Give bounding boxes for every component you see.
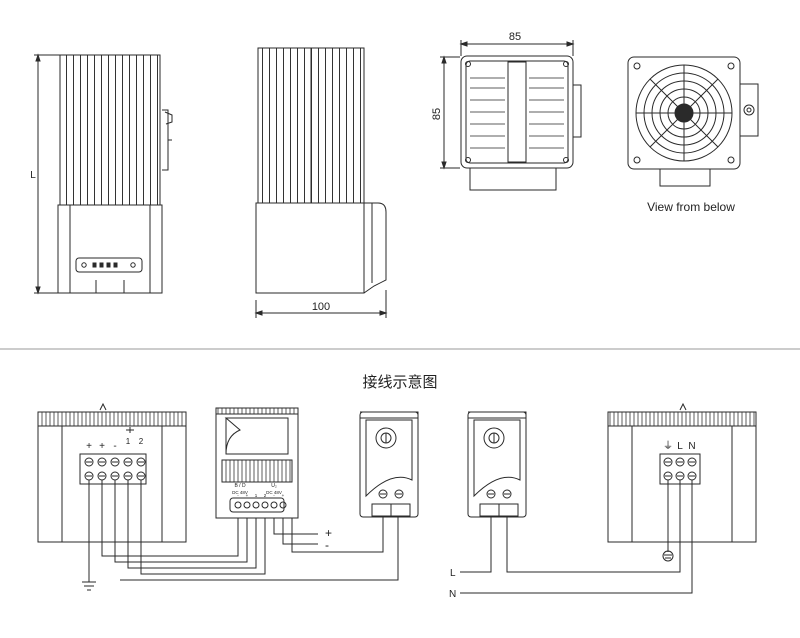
mains-n-label: N <box>449 589 456 600</box>
wire-mains-l <box>460 516 492 573</box>
svg-text:L: L <box>677 441 683 452</box>
ground-icon <box>82 581 96 591</box>
svg-text:N: N <box>688 441 695 452</box>
wiring <box>82 480 693 594</box>
svg-text:+: + <box>282 493 285 498</box>
svg-text:-: - <box>113 441 116 452</box>
heater-ac <box>607 402 757 543</box>
mains-l-label: L <box>450 568 456 579</box>
top-view <box>440 40 582 191</box>
svg-text:-: - <box>273 493 275 498</box>
svg-text:U₂: U₂ <box>271 483 277 489</box>
thermostat-2 <box>467 411 527 518</box>
svg-text:DC 48V: DC 48V <box>232 490 248 495</box>
wire-supply-plus <box>273 518 318 535</box>
wiring-title: 接线示意图 <box>362 373 437 391</box>
svg-text:DC 48V: DC 48V <box>266 490 282 495</box>
svg-text:2: 2 <box>139 437 144 446</box>
bottom-fan-view <box>627 56 759 187</box>
thermostat-1 <box>359 411 419 518</box>
svg-text:2: 2 <box>264 493 267 498</box>
supply-minus-label: - <box>325 538 329 552</box>
svg-text:-: - <box>237 493 239 498</box>
heater-dc-terminal-labels: + + - 1 2 <box>86 437 144 452</box>
dimension-l-label: L <box>30 170 36 181</box>
wire-supply-minus <box>282 518 318 545</box>
svg-text:B / D: B / D <box>234 483 246 489</box>
heater-fins <box>59 54 161 206</box>
controller <box>215 407 299 519</box>
svg-text:1: 1 <box>126 437 131 446</box>
ground-icon-ac <box>664 554 672 559</box>
side-view <box>254 47 388 318</box>
controller-labels: B / D DC 48V U₂ DC 48V - + 1 2 - + <box>232 483 285 498</box>
wire-plus-1 <box>101 480 239 557</box>
supply-plus-label: + <box>325 526 332 540</box>
svg-text:+: + <box>246 493 249 498</box>
front-view <box>34 53 173 295</box>
bottom-view-caption: View from below <box>647 200 735 214</box>
dimension-100-label: 100 <box>312 301 330 313</box>
dimension-85-top-label: 85 <box>509 31 521 43</box>
dimension-85-side-label: 85 <box>431 108 443 120</box>
heater-ac-terminal-labels: ⏚ L N <box>663 440 696 452</box>
wire-mains-n <box>460 480 693 594</box>
svg-text:1: 1 <box>255 493 258 498</box>
svg-text:+: + <box>99 441 105 452</box>
heater-dc <box>37 402 187 543</box>
svg-text:+: + <box>86 441 92 452</box>
svg-text:⏚: ⏚ <box>663 440 673 452</box>
